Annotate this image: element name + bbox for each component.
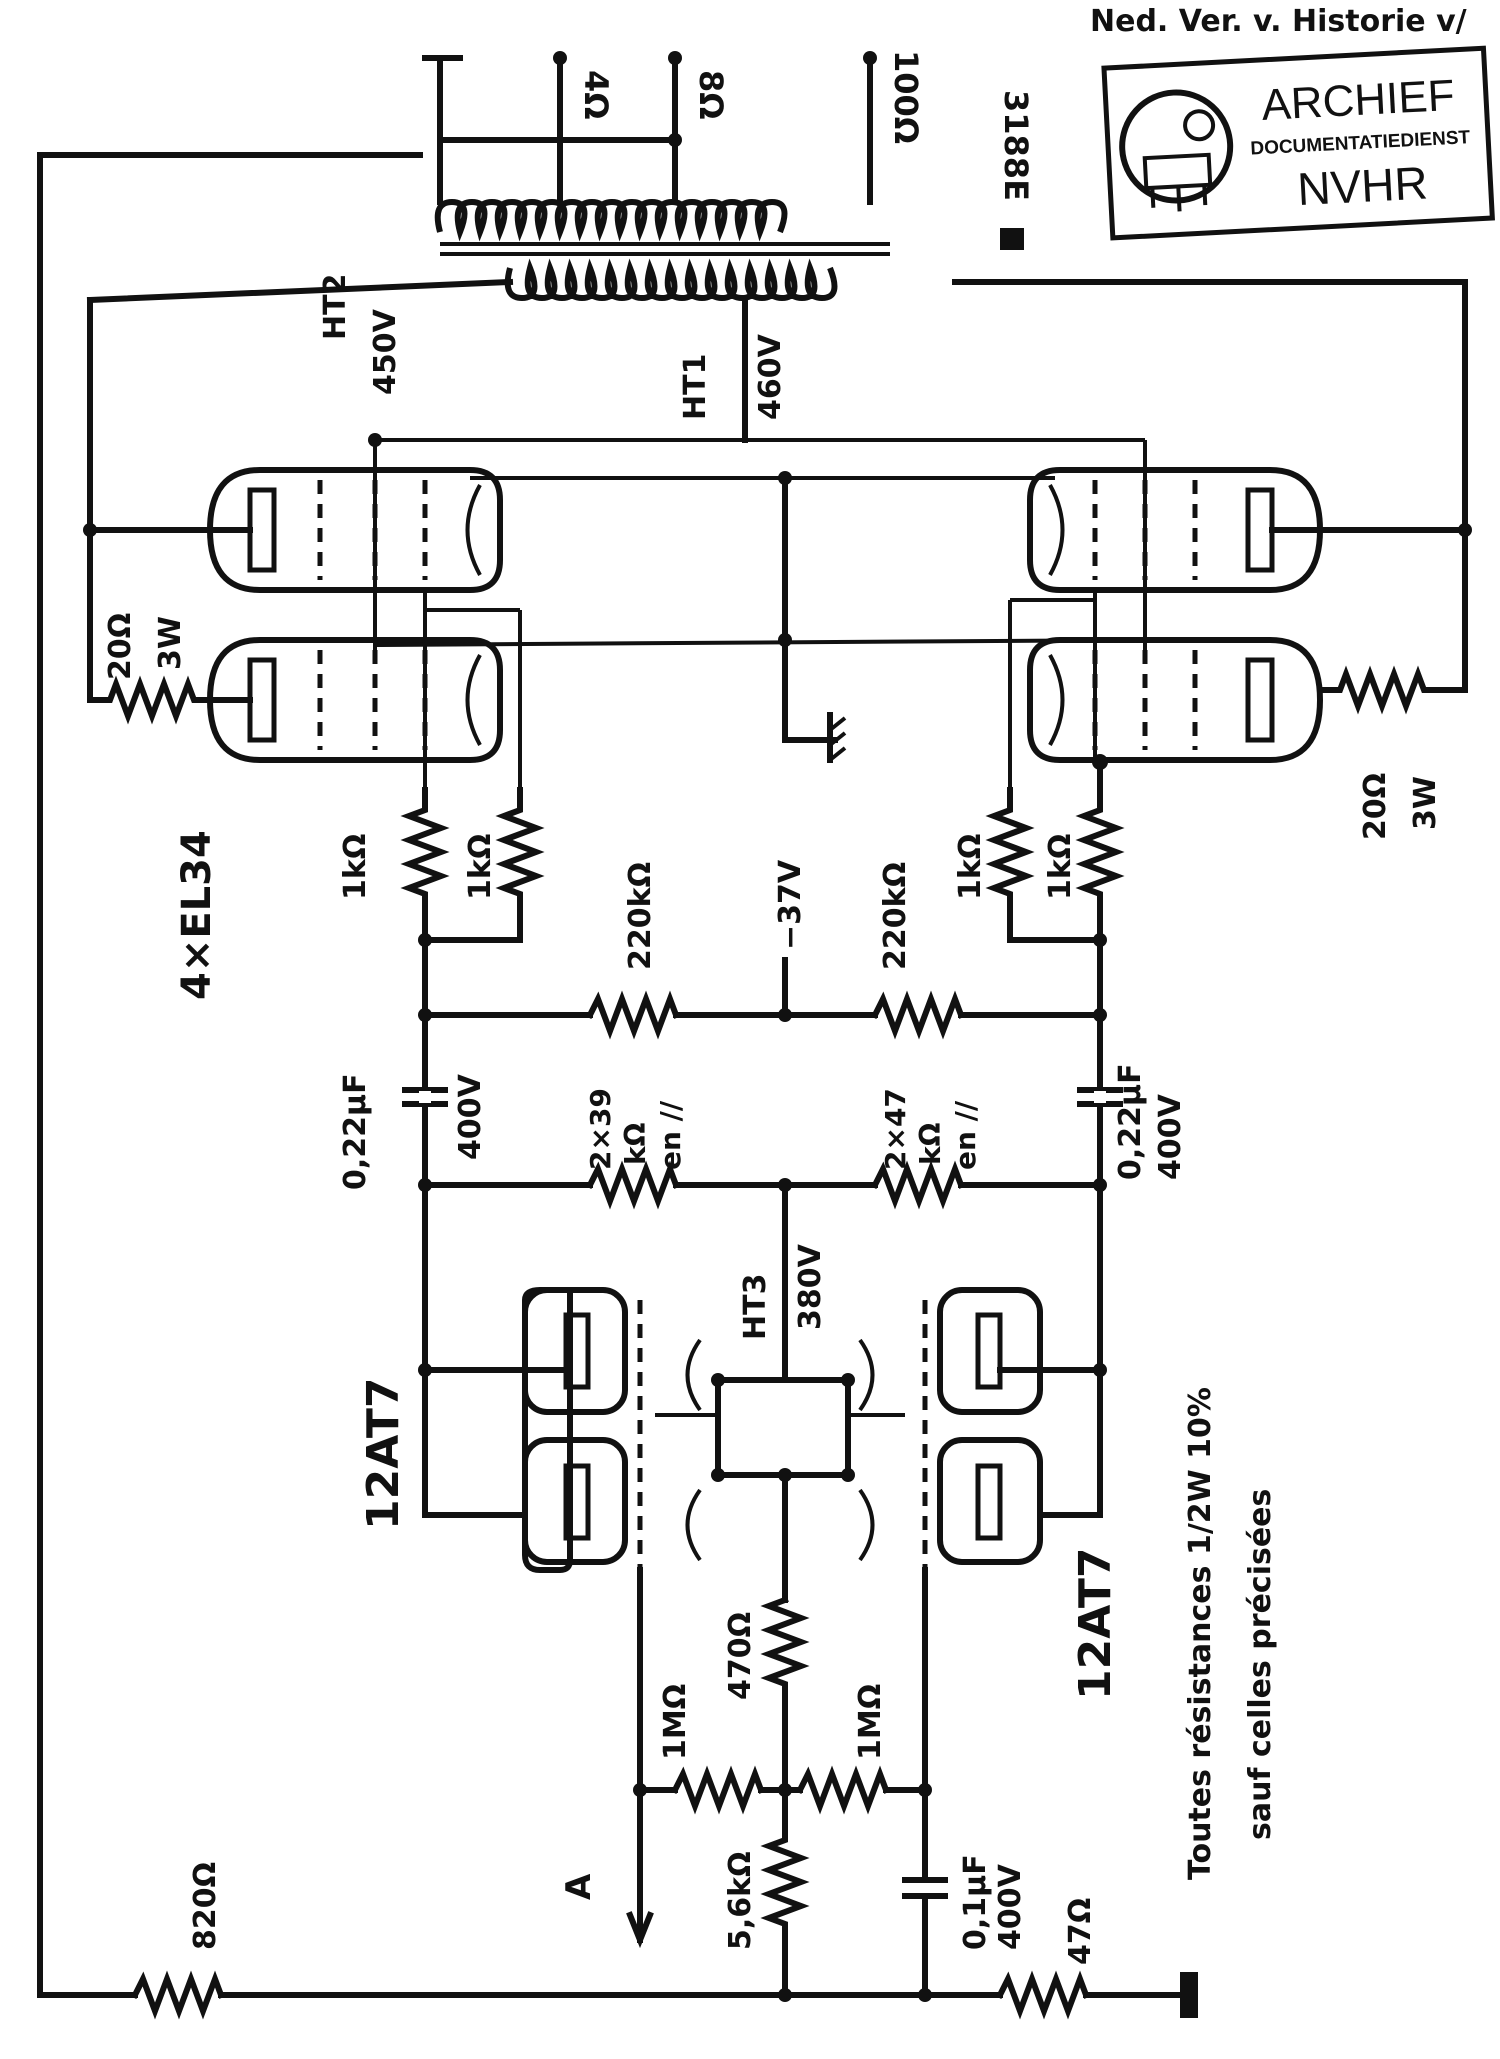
tap-label-100ohm: 100Ω	[887, 50, 925, 144]
grid-stopper-3	[985, 787, 1035, 923]
chassis-ground-icon	[827, 712, 847, 763]
output-transformer: 4Ω 8Ω 100Ω 3188E	[422, 50, 1035, 302]
cathode-rail	[374, 638, 1146, 647]
bias-left-label: 220kΩ	[623, 862, 658, 970]
coupling-left-value: 0,22µF	[338, 1073, 373, 1190]
plate-load-left-l1: 2×39	[584, 1088, 617, 1170]
plate-load-left-l3: en //	[654, 1100, 687, 1170]
tap-terminal-4ohm	[553, 51, 567, 65]
grid-stopper-1	[400, 787, 450, 923]
transformer-mark-icon	[1000, 228, 1024, 250]
plate-load-right	[870, 1160, 965, 1210]
bias-resistor-right	[870, 990, 965, 1040]
ht3-voltage: 380V	[793, 1243, 828, 1330]
grid-stopper-4	[1075, 767, 1125, 923]
plate-load-right-l3: en //	[949, 1100, 982, 1170]
grid-leak-left	[670, 1765, 765, 1815]
ht1-label: HT1	[678, 354, 713, 420]
screen-resistor-right	[1317, 665, 1468, 715]
secondary-winding	[434, 198, 788, 242]
driver-cathode-4	[858, 1488, 875, 1562]
coupling-cap-left	[402, 1087, 448, 1107]
12at7-tube-left	[522, 1287, 628, 1573]
note-line-1: Toutes résistances 1/2W 10%	[1183, 1387, 1218, 1880]
tail-resistor	[760, 1787, 810, 1998]
plate-load-left-l2: kΩ	[619, 1122, 652, 1165]
grid-stopper-2	[495, 787, 545, 923]
bias-resistor-left	[585, 990, 680, 1040]
ht3-label: HT3	[738, 1274, 773, 1340]
ht1-voltage: 460V	[753, 333, 788, 420]
screen-res-right-power: 3W	[1408, 776, 1443, 830]
ht2-label: HT2	[318, 274, 353, 340]
transformer-part-number: 3188E	[997, 90, 1035, 201]
screen-res-left-power: 3W	[153, 616, 188, 670]
note-line-2: sauf celles précisées	[1243, 1489, 1278, 1840]
driver-cathode-1	[685, 1338, 702, 1412]
tap-label-8ohm: 8Ω	[692, 70, 730, 119]
driver-tube-left-label: 12AT7	[358, 1378, 409, 1531]
plate-load-right-l2: kΩ	[914, 1122, 947, 1165]
grid-stopper-4-label: 1kΩ	[1043, 834, 1078, 900]
primary-winding	[504, 258, 838, 302]
archive-stamp: ARCHIEF DOCUMENTATIEDIENST NVHR	[1101, 45, 1495, 241]
coupling-right-value: 0,22µF	[1113, 1063, 1148, 1180]
radio-tube-logo-icon	[1119, 89, 1234, 212]
el34-tube-lower-left	[206, 637, 503, 763]
primary-left-lead	[86, 278, 514, 304]
ground-resistor	[995, 1970, 1090, 2020]
bypass-cap-voltage: 400V	[993, 1863, 1028, 1950]
bias-right-label: 220kΩ	[878, 862, 913, 970]
tap-terminal-8ohm	[668, 51, 682, 65]
cathode-interconnect	[715, 1377, 851, 1478]
bias-voltage-label: −37V	[773, 859, 808, 950]
ground-terminal-block-icon	[1180, 1972, 1198, 2018]
stamp-nvhr: NVHR	[1296, 156, 1429, 215]
el34-tube-lower-right	[1027, 637, 1324, 763]
grid-leak-right-label: 1MΩ	[853, 1684, 888, 1760]
screen-resistor-left	[87, 675, 253, 725]
coupling-left-voltage: 400V	[453, 1073, 488, 1160]
bypass-cap-value: 0,1µF	[958, 1854, 993, 1950]
plate-load-left	[585, 1160, 680, 1210]
cathode-resistor	[760, 1596, 810, 1713]
el34-tube-upper-right	[1027, 467, 1324, 593]
output-tube-label: 4×EL34	[174, 830, 220, 1000]
ht2-voltage: 450V	[368, 308, 403, 395]
driver-cathode-2	[858, 1338, 875, 1412]
screen-res-right-value: 20Ω	[1358, 773, 1393, 840]
grid-stopper-1-label: 1kΩ	[338, 834, 373, 900]
tail-res-label: 5,6kΩ	[723, 1851, 758, 1950]
grid-stopper-3-label: 1kΩ	[953, 834, 988, 900]
grid-stopper-2-label: 1kΩ	[463, 834, 498, 900]
input-arrow-icon	[626, 1911, 654, 1949]
tap-label-4ohm: 4Ω	[577, 70, 615, 119]
plate-load-right-l1: 2×47	[879, 1088, 912, 1170]
ground-res-label: 47Ω	[1063, 1898, 1098, 1965]
el34-tube-upper-left	[206, 467, 503, 593]
input-label: A	[559, 1873, 599, 1900]
stamp-archief: ARCHIEF	[1260, 71, 1455, 130]
cathode-res-label: 470Ω	[723, 1612, 758, 1700]
driver-cathode-3	[685, 1488, 702, 1562]
tap-terminal-100ohm	[863, 51, 877, 65]
grid-leak-left-label: 1MΩ	[658, 1684, 693, 1760]
coupling-right-voltage: 400V	[1153, 1093, 1188, 1180]
screen-res-left-value: 20Ω	[103, 613, 138, 680]
grid-leak-right	[795, 1765, 890, 1815]
feedback-res-label: 820Ω	[188, 1862, 223, 1950]
driver-tube-right-label: 12AT7	[1070, 1548, 1121, 1701]
feedback-resistor	[130, 1970, 225, 2020]
12at7-tube-right	[937, 1287, 1043, 1565]
coupling-cap-right	[1077, 1087, 1123, 1107]
society-header: Ned. Ver. v. Historie v/	[1090, 4, 1467, 39]
